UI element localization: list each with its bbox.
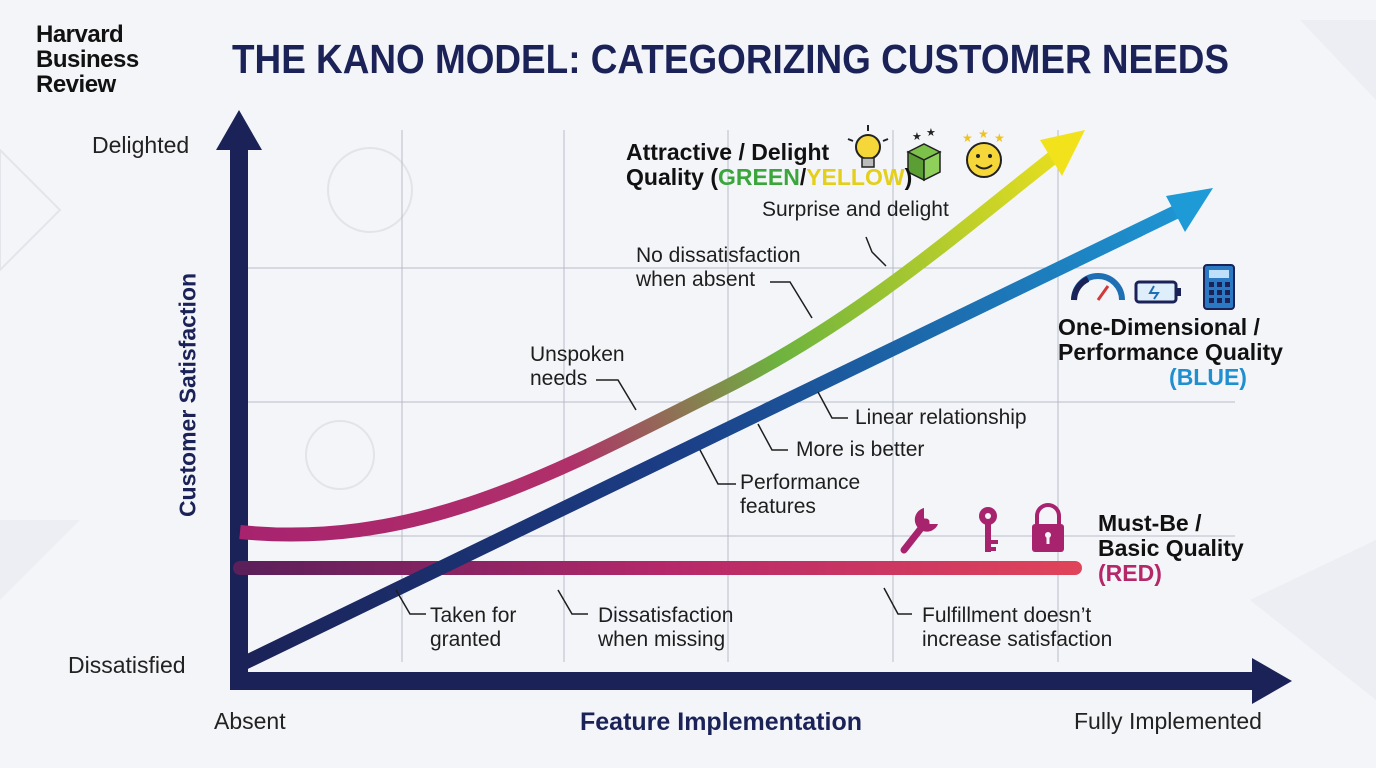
performance-arrowhead (1166, 188, 1213, 232)
page-title: THE KANO MODEL: CATEGORIZING CUSTOMER NE… (232, 36, 1230, 82)
brand-line-3: Review (36, 71, 116, 98)
y-axis-top-label: Delighted (92, 132, 190, 158)
annotation-surprise: Surprise and delight (762, 198, 949, 221)
gift-box-icon: ★ ★ (906, 127, 942, 182)
annotation-leaders (395, 236, 912, 615)
svg-text:★: ★ (994, 131, 1005, 145)
attractive-green-label: GREEN (718, 164, 800, 190)
smiley-stars-icon: ★ ★ ★ (962, 127, 1005, 178)
performance-color-label: (BLUE) (1169, 364, 1247, 390)
grid-lines (240, 130, 1235, 662)
performance-heading-line-2: Performance Quality (1058, 339, 1283, 365)
svg-text:★: ★ (962, 131, 973, 145)
annotation-fulfillment: Fulfillment doesn’t increase satisfactio… (922, 604, 1113, 651)
brand-line-2: Business (36, 46, 139, 73)
attractive-curve (239, 146, 1065, 542)
annotation-unspoken-needs: Unspoken needs (530, 343, 625, 390)
attractive-heading: Attractive / Delight Quality (GREEN/YELL… (626, 140, 912, 190)
y-axis-title: Customer Satisfaction (174, 272, 201, 518)
performance-line (236, 203, 1184, 672)
svg-text:★: ★ (912, 131, 922, 143)
x-axis-left-label: Absent (214, 708, 286, 734)
battery-icon (1134, 280, 1181, 304)
axes (216, 110, 1292, 704)
attractive-arrowhead (1040, 130, 1085, 176)
wrench-icon (900, 508, 938, 554)
must-be-heading: Must-Be / Basic Quality (RED) (1098, 511, 1244, 586)
performance-heading-line-1: One-Dimensional / (1058, 314, 1260, 340)
annotation-no-dissatisfaction: No dissatisfaction when absent (636, 244, 801, 291)
speedometer-icon (1071, 273, 1125, 301)
attractive-heading-line-2: Quality (GREEN/YELLOW) (626, 164, 913, 190)
calculator-icon (1203, 264, 1235, 310)
key-icon (979, 507, 998, 552)
svg-text:★: ★ (926, 127, 936, 139)
must-be-heading-line-1: Must-Be / (1098, 510, 1202, 536)
background-decoration (0, 20, 1376, 700)
padlock-icon (1032, 503, 1064, 552)
annotation-performance-features: Performance features (740, 471, 861, 518)
must-be-color-label: (RED) (1098, 560, 1162, 586)
must-be-heading-line-2: Basic Quality (1098, 535, 1244, 561)
performance-heading: One-Dimensional / Performance Quality (B… (1058, 315, 1298, 390)
annotation-taken-for-granted: Taken for granted (430, 604, 517, 651)
attractive-yellow-label: YELLOW (806, 164, 905, 190)
annotation-linear: Linear relationship (855, 406, 1027, 429)
attractive-heading-line-1: Attractive / Delight (626, 139, 830, 165)
lightbulb-icon (847, 125, 889, 168)
y-axis-bottom-label: Dissatisfied (68, 652, 186, 678)
brand-logo: Harvard Business Review (36, 22, 186, 97)
x-axis-right-label: Fully Implemented (1074, 708, 1262, 734)
annotation-dissatisfaction-missing: Dissatisfaction when missing (598, 604, 734, 651)
annotation-more-better: More is better (796, 438, 925, 461)
x-axis-title: Feature Implementation (580, 708, 862, 736)
brand-line-1: Harvard (36, 21, 124, 48)
svg-text:★: ★ (978, 127, 989, 141)
